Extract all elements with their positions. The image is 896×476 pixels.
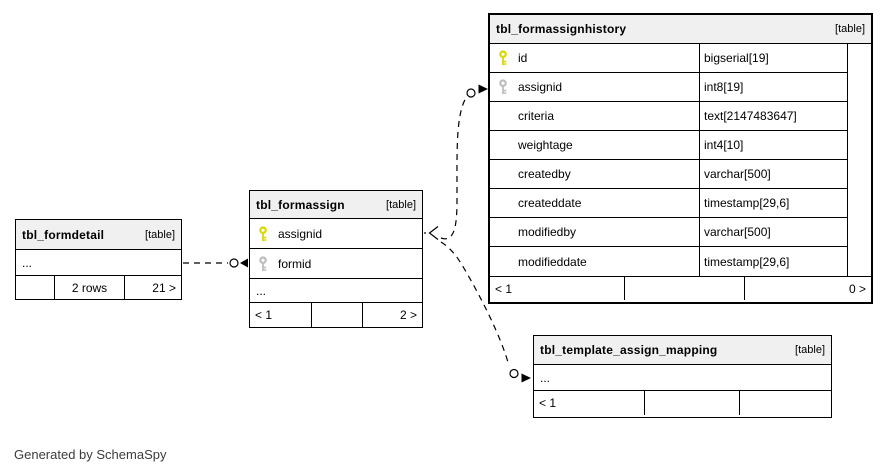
table-tbl-formassign: tbl_formassign [table] assignid — [249, 190, 423, 328]
table-type-tag: [table] — [835, 23, 865, 35]
column-row-formid: formid — [250, 249, 422, 279]
footer-parents — [16, 276, 54, 299]
column-name-cell: assignid — [250, 225, 323, 242]
table-right-gutter — [847, 44, 871, 276]
footer-parents: < 1 — [255, 308, 273, 322]
column-type: text[2147483647] — [704, 109, 797, 123]
foreign-key-icon — [258, 255, 268, 272]
column-type: timestamp[29,6] — [704, 196, 790, 210]
column-name: id — [518, 51, 528, 65]
footer-children: 21 > — [124, 276, 181, 299]
column-name: modifiedby — [518, 225, 577, 239]
no-key-spacer — [498, 108, 508, 124]
hidden-columns-ellipsis: ... — [250, 279, 422, 303]
column-type: timestamp[29,6] — [704, 254, 790, 269]
foreign-key-icon — [498, 79, 508, 95]
columns-body: id bigserial[19] — [490, 44, 871, 276]
column-type: varchar[500] — [704, 167, 771, 181]
table-name[interactable]: tbl_template_assign_mapping — [540, 343, 718, 357]
column-row-id: id bigserial[19] — [490, 44, 847, 73]
table-type-tag: [table] — [386, 198, 416, 211]
footer-parents: < 1 — [495, 281, 513, 296]
column-row-modifieddate: modifieddate timestamp[29,6] — [490, 247, 847, 276]
no-key-spacer — [498, 224, 508, 240]
column-type: int8[19] — [704, 80, 744, 94]
column-type: varchar[500] — [704, 225, 771, 239]
table-name[interactable]: tbl_formassignhistory — [496, 22, 627, 36]
primary-key-icon — [258, 225, 268, 242]
table-name[interactable]: tbl_formdetail — [22, 227, 105, 242]
table-header: tbl_formassign [table] — [250, 191, 422, 219]
primary-key-icon — [498, 50, 508, 66]
arrowhead-history-assignid — [478, 84, 488, 94]
footer-children: 2 > — [362, 303, 422, 327]
column-name: createddate — [518, 196, 582, 210]
table-footer: 2 rows 21 > — [16, 276, 181, 299]
footer-rowcount — [311, 303, 362, 327]
table-footer: < 1 0 > — [490, 276, 871, 300]
table-type-tag: [table] — [795, 344, 825, 356]
connector-formassign-history — [440, 97, 467, 240]
hidden-columns-ellipsis: ... — [16, 250, 181, 276]
footer-rowcount — [644, 391, 739, 415]
footer-children — [739, 391, 831, 415]
no-key-spacer — [498, 195, 508, 211]
arrowhead-mapping — [521, 373, 531, 383]
zero-circle-mapping — [509, 368, 519, 379]
table-header: tbl_formdetail [table] — [16, 220, 181, 250]
column-row-assignid: assignid int8[19] — [490, 73, 847, 102]
column-name: formid — [278, 256, 312, 271]
column-name: weightage — [518, 138, 573, 152]
footer-rowcount — [624, 277, 744, 300]
zero-circle-formassign — [229, 258, 239, 268]
no-key-spacer — [498, 137, 508, 153]
column-row-createdby: createdby varchar[500] — [490, 160, 847, 189]
footer-children: 0 > — [744, 277, 871, 300]
column-name-cell: formid — [250, 255, 312, 272]
column-row-criteria: criteria text[2147483647] — [490, 102, 847, 131]
generated-by-label: Generated by SchemaSpy — [14, 447, 167, 462]
table-footer: < 1 — [534, 391, 831, 415]
column-name: createdby — [518, 167, 571, 181]
table-tbl-template-assign-mapping: tbl_template_assign_mapping [table] ... … — [533, 335, 832, 418]
table-type-tag: [table] — [145, 228, 175, 241]
table-header: tbl_template_assign_mapping [table] — [534, 336, 831, 365]
table-name[interactable]: tbl_formassign — [256, 197, 345, 212]
column-name: modifieddate — [518, 254, 587, 269]
column-type: bigserial[19] — [704, 51, 769, 65]
column-row-modifiedby: modifiedby varchar[500] — [490, 218, 847, 247]
column-name: criteria — [518, 109, 555, 123]
open-arrow-formassign-assignid — [428, 226, 439, 240]
zero-circle-history — [466, 88, 476, 98]
column-name: assignid — [518, 80, 563, 94]
table-tbl-formassignhistory: tbl_formassignhistory [table] — [488, 13, 873, 304]
arrowhead-formassign-formid — [240, 258, 248, 268]
table-tbl-formdetail: tbl_formdetail [table] ... 2 rows 21 > — [15, 219, 182, 300]
column-row-assignid: assignid — [250, 219, 422, 249]
footer-rowcount: 2 rows — [54, 276, 124, 299]
table-footer: < 1 2 > — [250, 303, 422, 327]
column-row-weightage: weightage int4[10] — [490, 131, 847, 160]
hidden-columns-ellipsis: ... — [534, 365, 831, 391]
footer-parents: < 1 — [539, 396, 557, 410]
no-key-spacer — [498, 254, 508, 270]
column-name: assignid — [278, 226, 323, 241]
column-row-createddate: createddate timestamp[29,6] — [490, 189, 847, 218]
table-header: tbl_formassignhistory [table] — [490, 15, 871, 44]
column-type: int4[10] — [704, 138, 744, 152]
no-key-spacer — [498, 166, 508, 182]
